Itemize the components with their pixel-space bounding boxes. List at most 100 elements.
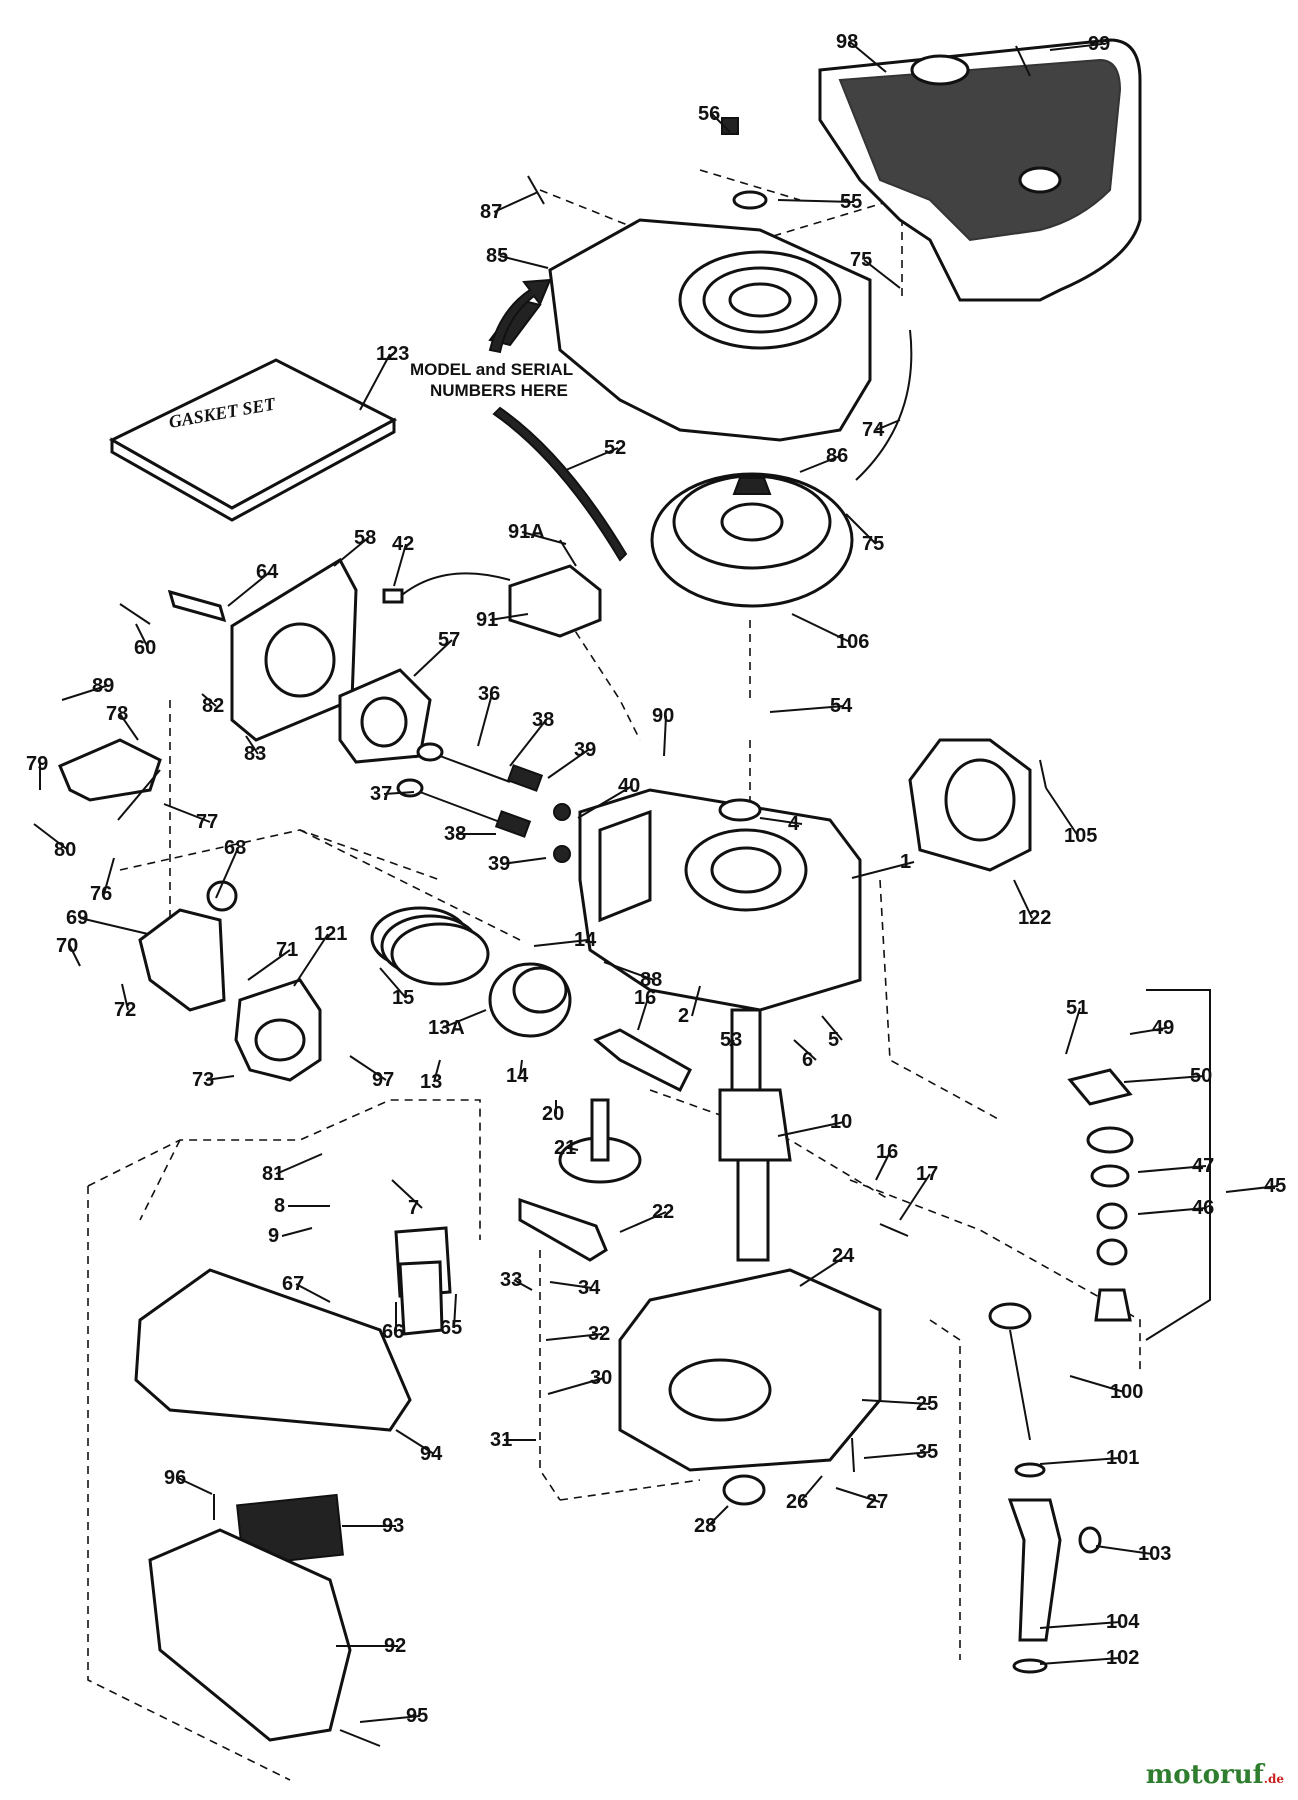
callout-leader-102 [1039,1657,1121,1665]
callout-leader-53 [729,1039,735,1047]
callout-label-14: 14 [506,1065,529,1087]
callout-leader-25 [861,1399,931,1405]
callout-label-24: 24 [832,1245,855,1267]
callout-label-53: 53 [720,1029,742,1051]
callout-label-91A: 91A [508,521,545,543]
callout-label-33: 33 [500,1269,522,1291]
callout-leader-1 [851,861,915,879]
callout-label-89: 89 [92,675,114,697]
callout-leader-45 [1225,1185,1279,1193]
callout-label-95: 95 [406,1705,428,1727]
watermark-brand: motoruf [1145,1760,1264,1790]
callout-label-73: 73 [192,1069,214,1091]
callout-label-35: 35 [916,1441,938,1463]
callout-label-83: 83 [244,743,266,765]
piston-rings-15 [370,906,490,986]
sump-base-25 [618,1268,882,1472]
callout-label-52: 52 [604,437,626,459]
callout-label-39: 39 [574,739,596,761]
callout-leader-17 [899,1173,931,1221]
callout-label-100: 100 [1110,1381,1143,1403]
callout-leader-52 [565,447,619,471]
callout-leader-123 [359,353,391,411]
callout-leader-9 [281,1227,313,1237]
callout-leader-78 [119,713,139,741]
callout-leader-57 [413,639,453,677]
callout-label-94: 94 [420,1443,443,1465]
callout-leader-6 [793,1039,817,1061]
callout-leader-74 [875,419,901,431]
callout-leader-91 [489,613,529,621]
callout-label-123: 123 [376,343,409,365]
callout-label-68: 68 [224,837,246,859]
callout-label-45: 45 [1264,1175,1286,1197]
callout-label-39: 39 [488,853,510,875]
callout-leader-40 [577,785,633,819]
callout-label-75: 75 [850,249,872,271]
callout-label-101: 101 [1106,1447,1139,1469]
callout-label-74: 74 [862,419,885,441]
callout-label-69: 69 [66,907,88,929]
callout-leader-75 [863,259,901,289]
callout-label-54: 54 [830,695,853,717]
callout-leader-101 [1039,1457,1121,1465]
callout-leader-26 [799,1475,823,1503]
callout-label-1: 1 [900,851,911,873]
watermark-tld: .de [1263,1772,1284,1786]
callout-leader-80 [33,823,69,851]
oil-seal-kit-45 [1067,989,1211,1341]
callout-leader-65 [453,1293,457,1329]
callout-leader-38 [509,719,547,767]
connecting-rod-16 [593,1028,692,1093]
callout-leader-81 [275,1153,323,1175]
callout-leader-86 [799,455,841,473]
governor-bracket-77 [58,738,162,821]
callout-leader-68 [215,847,239,899]
callout-label-30: 30 [590,1367,612,1389]
callout-label-22: 22 [652,1201,674,1223]
callout-leader-46 [1137,1207,1207,1215]
callout-leader-76 [103,857,115,895]
callout-label-93: 93 [382,1515,404,1537]
callout-label-25: 25 [916,1393,938,1415]
callout-leader-54 [769,705,845,713]
callout-label-36: 36 [478,683,500,705]
callout-label-64: 64 [256,561,279,583]
callout-leader-35 [863,1451,931,1459]
callout-label-60: 60 [134,637,156,659]
callout-label-81: 81 [262,1163,284,1185]
callout-leader-121 [293,933,329,987]
oil-fill-dipstick-100-104 [988,1302,1062,1674]
ground-wire-52 [492,406,628,562]
callout-label-15: 15 [392,987,414,1009]
filter-gaskets-65-66 [394,1226,452,1336]
callout-leader-60 [135,623,149,649]
callout-leader-58 [333,537,369,567]
model-serial-note-line1: MODEL and SERIAL [410,360,573,379]
callout-label-82: 82 [202,695,224,717]
callout-leader-28 [707,1505,729,1527]
arrow-model-serial [488,278,552,354]
callout-label-55: 55 [840,191,862,213]
callout-leader-13A [441,1009,487,1029]
callout-label-71: 71 [276,939,298,961]
callout-label-14: 14 [574,929,597,951]
blower-housing-85 [488,218,872,442]
callout-label-38: 38 [444,823,466,845]
callout-leader-67 [295,1283,331,1303]
callout-label-26: 26 [786,1491,808,1513]
callout-leader-56 [711,113,731,133]
callout-label-97: 97 [372,1069,394,1091]
callout-leader-98 [849,41,887,73]
callout-label-122: 122 [1018,907,1051,929]
callout-leader-64 [227,571,271,607]
callout-leader-7 [391,1179,423,1209]
fasteners [119,45,1102,1747]
callout-leader-95 [359,1715,421,1723]
callout-leader-14 [519,1059,523,1077]
callout-label-21: 21 [554,1137,576,1159]
valves-36-37 [396,742,571,863]
callout-label-8: 8 [274,1195,285,1217]
callout-leader-24 [799,1255,847,1287]
